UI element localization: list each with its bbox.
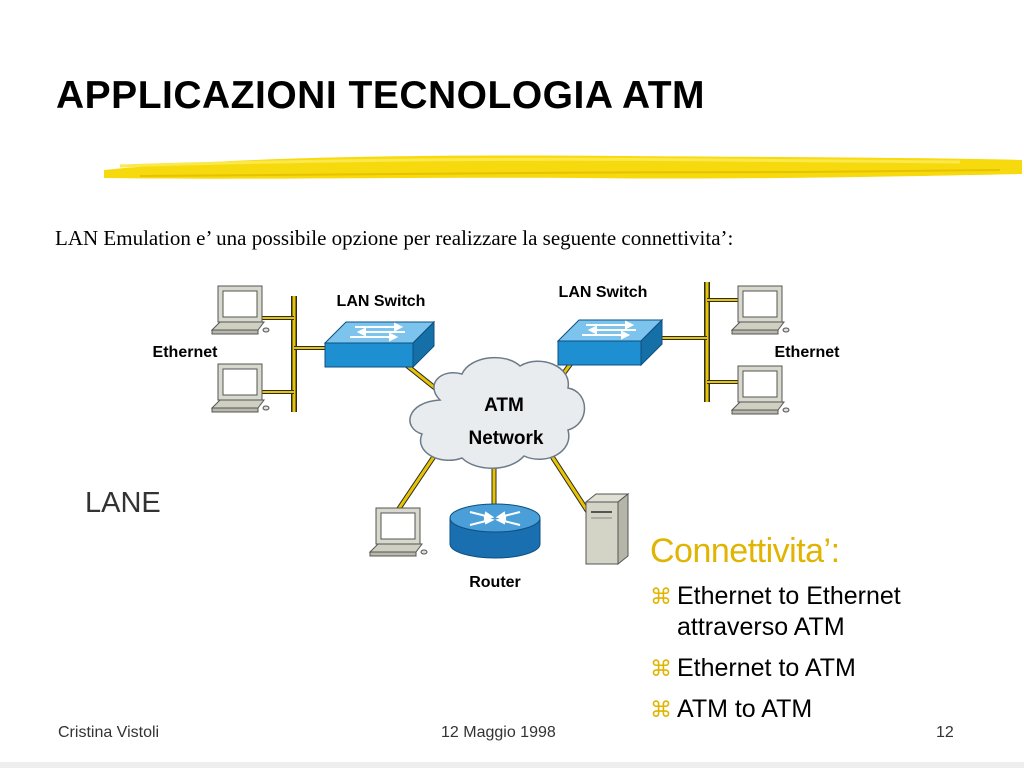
workstation-right-bottom-icon [730,365,790,415]
lan-switch-left-icon [323,320,436,369]
lan-switch-left-label: LAN Switch [337,293,426,310]
server-icon [584,492,630,566]
ethernet-bus-right [660,282,740,402]
footer-divider [0,762,1024,768]
router-icon [449,503,541,559]
workstation-left-bottom-icon [210,363,270,413]
bullet-icon: ⌘ [650,697,672,722]
ethernet-right-label: Ethernet [775,344,841,361]
router-label: Router [469,574,521,591]
connectivity-title: Connettivita’: [650,532,840,570]
connectivity-item-text: Ethernet to ATM [677,654,856,682]
atm-network-cloud-icon [409,356,586,469]
intro-text: LAN Emulation e’ una possibile opzione p… [55,226,734,250]
connectivity-item: ⌘ Ethernet to Ethernet attraverso ATM [650,581,901,643]
footer-date: 12 Maggio 1998 [441,724,556,741]
bullet-icon: ⌘ [650,584,672,609]
atm-label: ATM [484,395,524,416]
connectivity-item-line: attraverso ATM [677,613,845,641]
workstation-right-top-icon [730,285,790,335]
workstation-left-top-icon [210,285,270,335]
workstation-atm-icon [368,507,428,557]
lan-switch-right-label: LAN Switch [559,284,648,301]
footer-page-number: 12 [936,724,954,741]
connectivity-section: Connettivita’: ⌘ Ethernet to Ethernet at… [650,532,901,735]
lane-label: LANE [85,487,161,519]
connectivity-item: ⌘ ATM to ATM [650,694,901,725]
connectivity-item-line: Ethernet to Ethernet [677,582,901,610]
footer-author: Cristina Vistoli [58,724,160,741]
connectivity-item-text: Ethernet to Ethernet attraverso ATM [677,581,901,643]
bullet-icon: ⌘ [650,656,672,681]
connectivity-item: ⌘ Ethernet to ATM [650,653,901,684]
ethernet-left-label: Ethernet [153,344,219,361]
title-underline-brush [104,155,1022,179]
slide-title: APPLICAZIONI TECNOLOGIA ATM [56,74,706,117]
lan-switch-right-icon [556,318,664,367]
network-label: Network [469,428,544,449]
connectivity-item-text: ATM to ATM [677,695,813,723]
ethernet-bus-left [262,296,330,412]
